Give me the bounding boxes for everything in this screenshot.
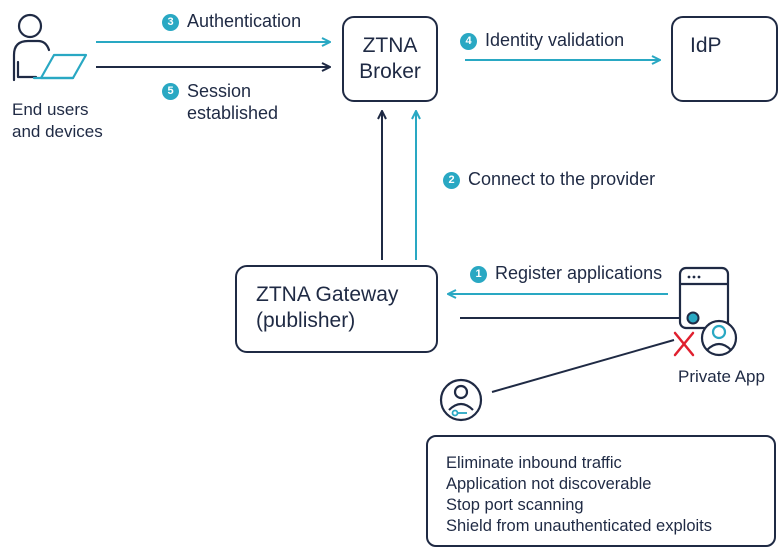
blocked-x-icon <box>673 331 695 357</box>
attacker-user-icon <box>439 378 483 422</box>
step-5-label: 5 Session established <box>162 80 278 124</box>
user-laptop-icon <box>12 13 88 82</box>
ztna-gateway-label: ZTNA Gateway (publisher) <box>256 283 399 332</box>
idp-label: IdP <box>690 34 722 57</box>
benefits-box: Eliminate inbound traffic Application no… <box>426 435 776 547</box>
step-1-badge: 1 <box>470 266 487 283</box>
step-1-text: Register applications <box>495 263 663 283</box>
ztna-broker-box <box>342 16 438 102</box>
step-4-text: Identity validation <box>485 30 625 50</box>
end-users-label: End users and devices <box>12 100 103 141</box>
step-3-badge: 3 <box>162 14 179 31</box>
step-5-text: Session established <box>187 81 279 123</box>
step-2-badge: 2 <box>443 172 460 189</box>
benefit-item: Stop port scanning <box>446 496 584 514</box>
step-3-label: 3 Authentication <box>162 10 301 32</box>
step-4-badge: 4 <box>460 33 477 50</box>
benefit-item: Eliminate inbound traffic <box>446 454 622 472</box>
private-user-icon <box>700 319 738 357</box>
private-app-label: Private App <box>678 367 765 386</box>
idp-box <box>671 16 778 102</box>
step-1-label: 1 Register applications <box>470 262 662 284</box>
step-2-text: Connect to the provider <box>468 169 656 189</box>
step-3-text: Authentication <box>187 11 302 31</box>
line-attacker-to-app <box>491 339 675 393</box>
ztna-gateway-box <box>235 265 438 353</box>
ztna-broker-label: ZTNA Broker <box>359 34 421 83</box>
benefit-item: Application not discoverable <box>446 475 652 493</box>
app-connection-dot <box>686 311 700 325</box>
step-2-label: 2 Connect to the provider <box>443 168 655 190</box>
step-4-label: 4 Identity validation <box>460 29 624 51</box>
benefit-item: Shield from unauthenticated exploits <box>446 517 712 535</box>
step-5-badge: 5 <box>162 83 179 100</box>
